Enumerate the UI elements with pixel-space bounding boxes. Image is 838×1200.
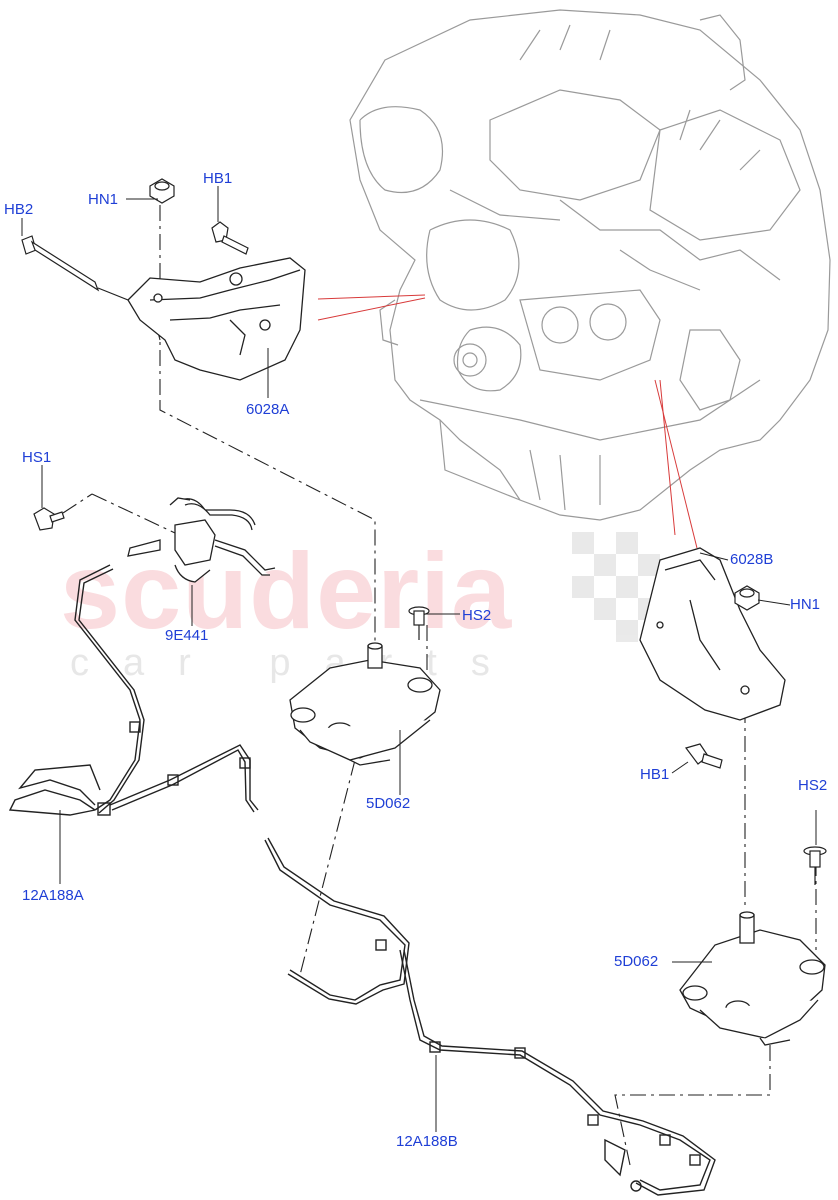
callout-9e441[interactable]: 9E441 (165, 627, 209, 644)
callout-12a188a[interactable]: 12A188A (22, 887, 84, 904)
stud-hs2-mid (408, 606, 430, 640)
callout-hb1-top[interactable]: HB1 (203, 170, 233, 187)
callout-leaders (21, 186, 817, 1132)
bracket-6028b (639, 547, 786, 721)
callout-hs1[interactable]: HS1 (22, 449, 52, 466)
checkered-flag-watermark (572, 532, 660, 642)
bolt-hs1 (33, 507, 65, 531)
callout-hs2-mid[interactable]: HS2 (462, 607, 492, 624)
callout-hs2-right[interactable]: HS2 (798, 777, 828, 794)
bolt-hb1-top (211, 221, 249, 255)
engine-mount-5d062-right (679, 911, 826, 1046)
engine-mount-5d062-left (289, 642, 441, 766)
callout-hn1-top[interactable]: HN1 (88, 191, 119, 208)
callout-6028a[interactable]: 6028A (246, 401, 290, 418)
callout-5d062-right[interactable]: 5D062 (614, 953, 659, 970)
engine-block-illustration (349, 9, 831, 521)
nut-hn1-right (734, 585, 760, 611)
assembly-centerlines (62, 205, 817, 1166)
vacuum-hose-12a188a (8, 564, 259, 816)
callout-hb1-right[interactable]: HB1 (640, 766, 670, 783)
callout-hn1-right[interactable]: HN1 (790, 596, 821, 613)
nut-hn1-top (149, 178, 175, 204)
callout-hb2-top[interactable]: HB2 (4, 201, 34, 218)
callout-12a188b[interactable]: 12A188B (396, 1133, 458, 1150)
vacuum-solenoid-9e441 (127, 497, 276, 583)
vacuum-hose-12a188b (264, 837, 716, 1196)
bracket-6028a (127, 257, 306, 381)
engine-guide-lines (317, 294, 698, 549)
bolt-hb2-top (21, 235, 129, 301)
callout-5d062-left[interactable]: 5D062 (366, 795, 411, 812)
callout-6028b[interactable]: 6028B (730, 551, 774, 568)
stud-hs2-right (803, 846, 827, 885)
bolt-hb1-right (684, 743, 723, 769)
